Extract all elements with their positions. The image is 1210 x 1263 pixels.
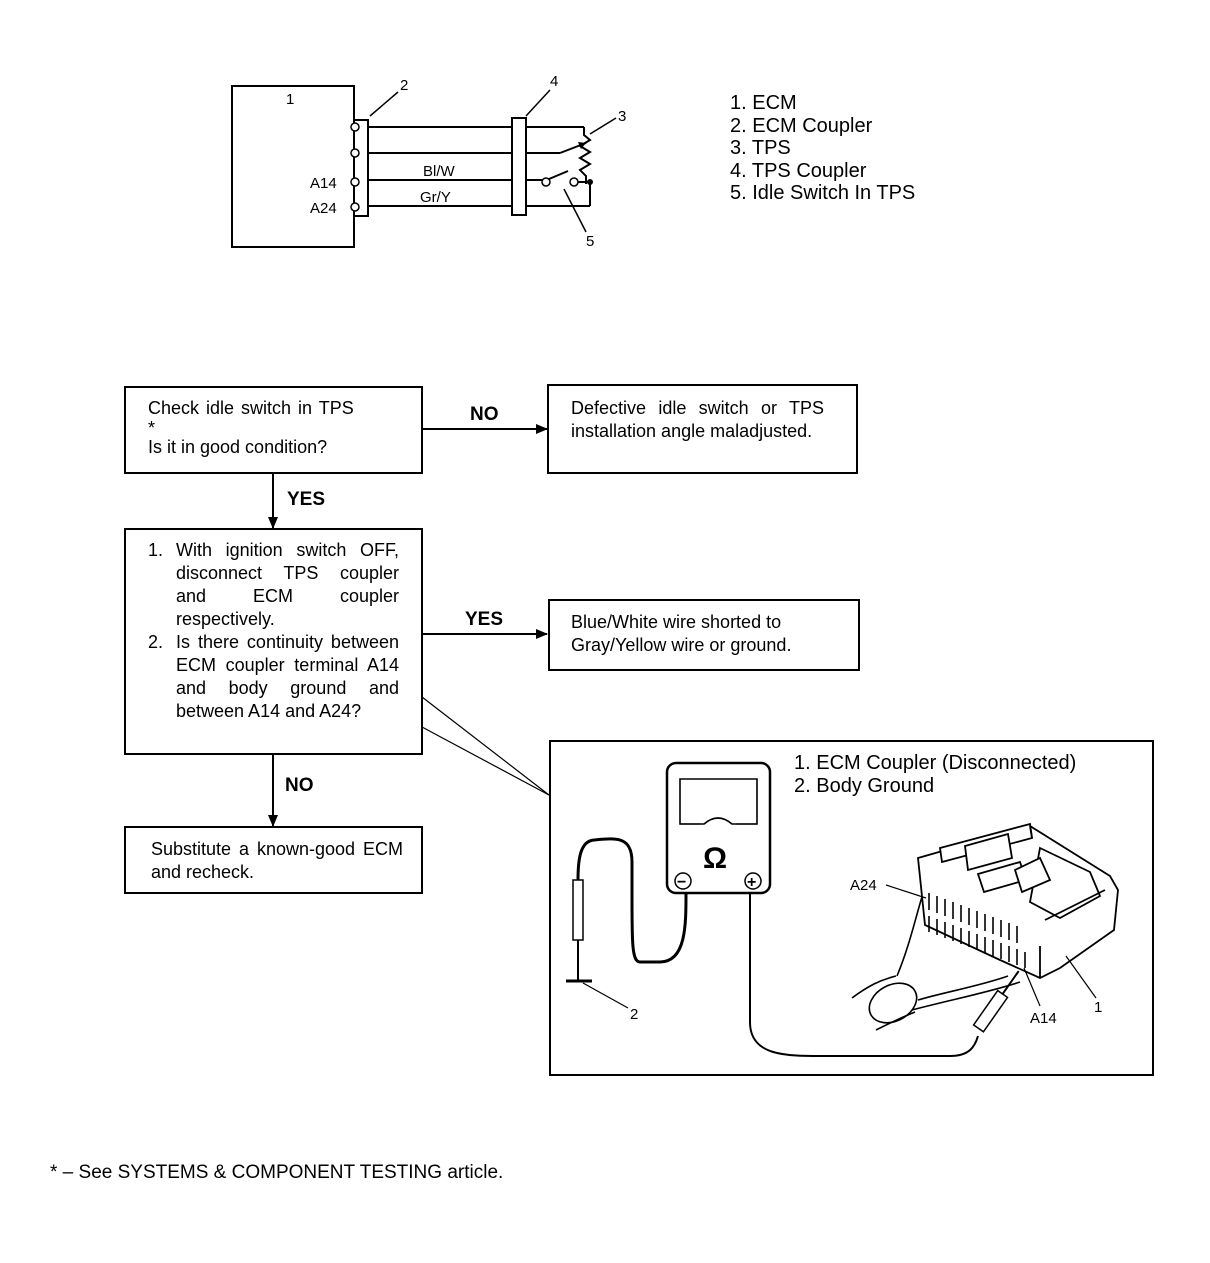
positive-lead [749,893,979,1058]
callout-4: 4 [550,73,558,90]
legend-item: 1. ECM [730,92,797,114]
result-text: Substitute a known-good ECM and recheck. [151,839,403,882]
callout-2: 2 [400,77,408,94]
callout-5: 5 [586,233,594,250]
callout-3: 3 [618,108,626,125]
result-defective-switch: Defective idle switch or TPS installatio… [547,384,858,474]
result-text: Blue/White wire shorted to Gray/Yellow w… [571,612,792,655]
callout-a24: A24 [850,877,877,894]
illustration-frame [549,740,1154,1076]
step-check-idle-switch: Check idle switch in TPS * Is it in good… [124,386,423,474]
ohm-symbol: Ω [703,842,727,875]
step-item-2: 2. Is there continuity between ECM coupl… [148,631,399,723]
wire-label-blw: Bl/W [423,163,456,180]
plus-terminal: + [747,874,756,891]
legend-item: 2. ECM Coupler [730,114,873,137]
coupler-pin-rows [928,893,1026,968]
step-text: Is there continuity between ECM coupler … [176,632,399,721]
step-question: Is it in good condition? [148,437,328,457]
negative-lead [576,837,688,964]
footnote: * – See SYSTEMS & COMPONENT TESTING arti… [50,1162,504,1183]
step-text: With ignition switch OFF, disconnect TPS… [176,540,399,629]
label-yes-2: YES [465,609,504,630]
terminal-a24: A24 [310,200,337,217]
schematic-legend: 1. ECM 2. ECM Coupler 3. TPS 4. TPS Coup… [730,92,915,205]
probe-ground [572,879,584,941]
callout-coupler: 1 [1094,999,1102,1016]
step-number: 1. [148,540,164,560]
wiring-schematic: 1 2 A14 A24 Bl/W Gr/Y 4 3 5 [231,73,626,250]
callout-1: 1 [286,91,294,108]
step-item-1: 1. With ignition switch OFF, disconnect … [148,539,399,631]
step-continuity-check: 1. With ignition switch OFF, disconnect … [124,528,423,755]
step-number: 2. [148,632,164,652]
tps-coupler [511,117,527,216]
footnote-marker: * [148,418,156,438]
legend-item: 5. Idle Switch In TPS [730,182,916,204]
result-wire-shorted: Blue/White wire shorted to Gray/Yellow w… [548,599,860,671]
ohmmeter: Ω − + [665,761,772,895]
probe-a14 [972,970,1020,1033]
legend-item: 4. TPS Coupler [730,159,867,182]
ecm-coupler-drawing [917,822,1119,979]
step-line: Check idle switch in TPS [148,398,354,418]
terminal-a14: A14 [310,175,337,192]
legend-item: 3. TPS [730,137,791,159]
label-no-2: NO [285,775,314,796]
wire-label-gry: Gr/Y [420,189,451,206]
callout-body-ground: 2 [630,1006,638,1023]
legend-item: 1. ECM Coupler (Disconnected) [794,752,1077,774]
legend-item: 2. Body Ground [794,774,935,797]
illustration-legend: 1. ECM Coupler (Disconnected) 2. Body Gr… [794,752,1076,797]
result-text: Defective idle switch or TPS installatio… [571,398,824,441]
result-substitute-ecm: Substitute a known-good ECM and recheck. [124,826,423,894]
label-yes-1: YES [287,489,326,510]
callout-a14: A14 [1030,1010,1057,1027]
minus-terminal: − [677,874,686,891]
ecm-coupler [353,119,369,217]
label-no-1: NO [470,404,499,425]
